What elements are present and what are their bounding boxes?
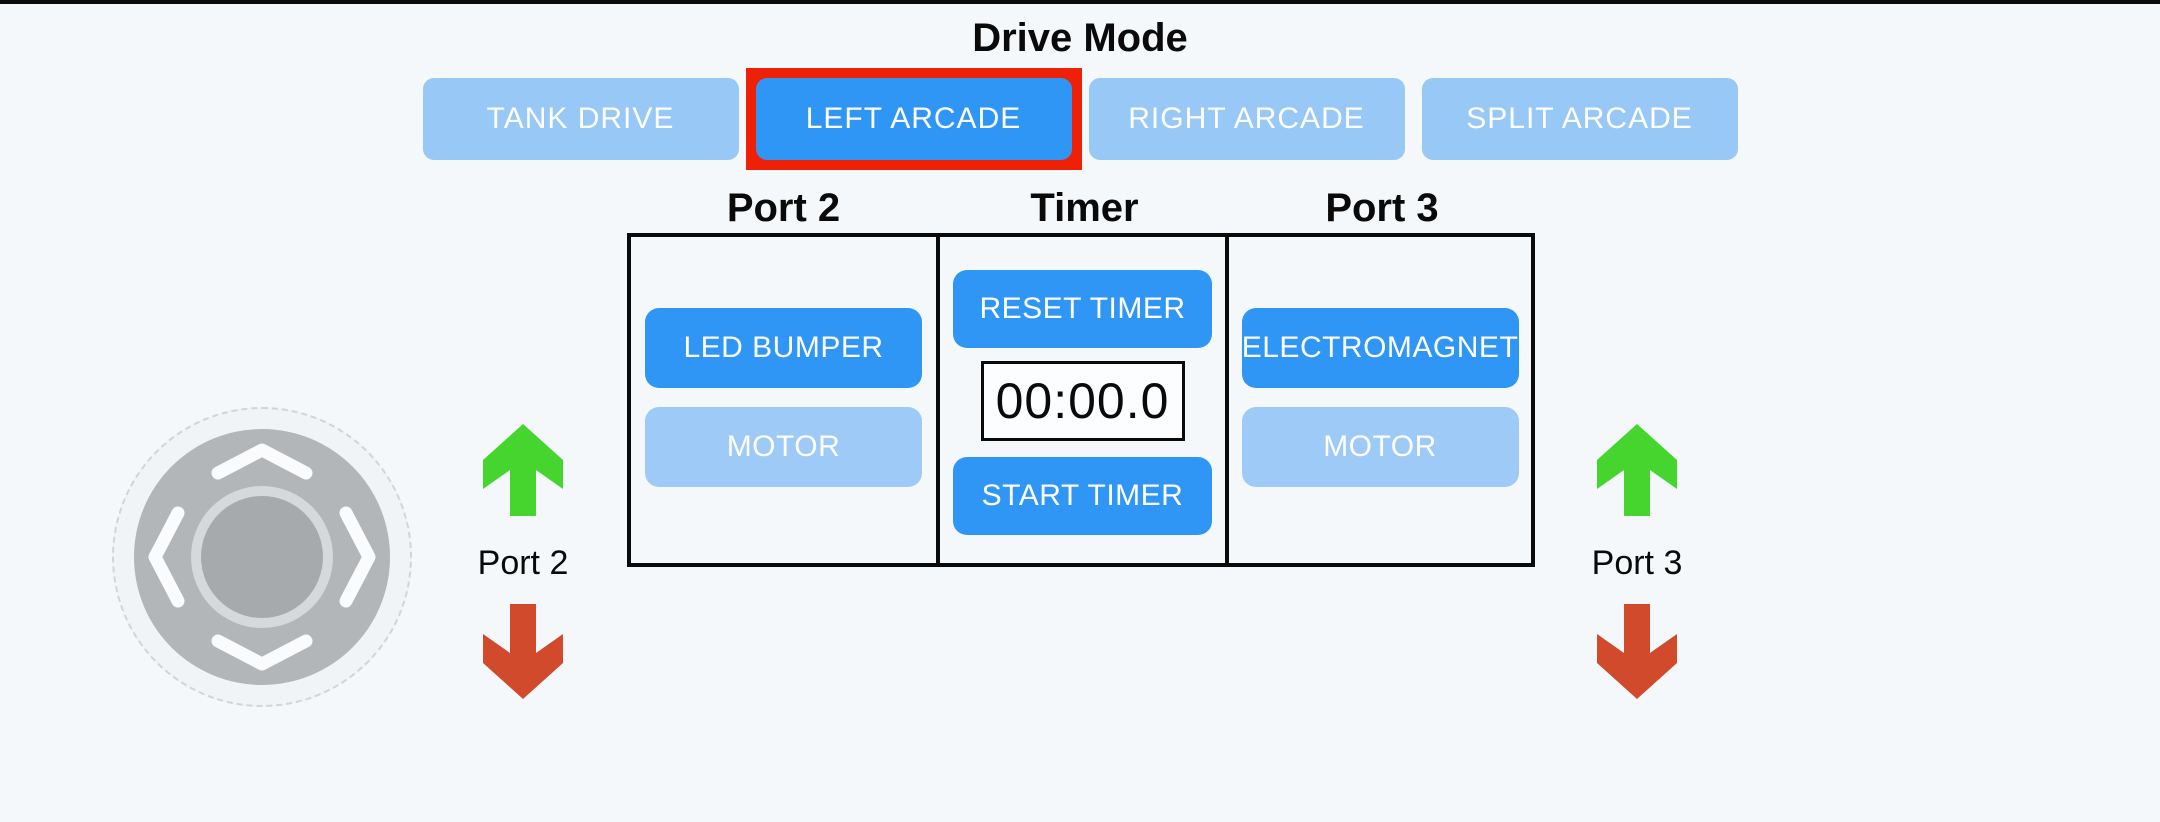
timer-column: RESET TIMER 00:00.0 START TIMER [936, 237, 1229, 563]
tank-drive-button[interactable]: TANK DRIVE [422, 78, 739, 160]
panel-headers: Port 2 Timer Port 3 [627, 186, 1535, 230]
selected-mode-frame: LEFT ARCADE [745, 68, 1082, 170]
port3-side-label: Port 3 [1591, 544, 1683, 582]
joystick-knob[interactable] [201, 496, 323, 618]
port2-side-label: Port 2 [477, 544, 569, 582]
port3-up-arrow-icon[interactable] [1597, 424, 1677, 516]
split-arcade-button[interactable]: SPLIT ARCADE [1421, 78, 1738, 160]
joystick-dpad-icon [134, 429, 390, 685]
chevron-left-icon [148, 506, 185, 608]
port2-down-arrow-icon[interactable] [483, 604, 563, 699]
timer-header: Timer [1030, 186, 1139, 230]
electromagnet-button[interactable]: ELECTROMAGNET [1241, 308, 1519, 388]
port3-motor-button[interactable]: MOTOR [1241, 407, 1519, 487]
reset-timer-button[interactable]: RESET TIMER [953, 270, 1212, 348]
port2-header: Port 2 [726, 186, 841, 230]
port3-column: ELECTROMAGNET MOTOR [1229, 237, 1531, 563]
top-bar [0, 0, 2160, 4]
joystick[interactable] [112, 407, 412, 707]
chevron-up-icon [211, 443, 313, 480]
port3-down-arrow-icon[interactable] [1597, 604, 1677, 699]
port2-motor-button[interactable]: MOTOR [645, 407, 922, 487]
drive-mode-title: Drive Mode [972, 16, 1188, 60]
port3-header: Port 3 [1325, 186, 1439, 230]
control-panel: LED BUMPER MOTOR RESET TIMER 00:00.0 STA… [627, 233, 1535, 567]
port2-up-arrow-icon[interactable] [483, 424, 563, 516]
chevron-right-icon [339, 506, 376, 608]
led-bumper-button[interactable]: LED BUMPER [645, 308, 922, 388]
chevron-down-icon [211, 634, 313, 671]
timer-display: 00:00.0 [980, 361, 1185, 441]
start-timer-button[interactable]: START TIMER [953, 457, 1212, 535]
drive-mode-button-row: TANK DRIVE LEFT ARCADE RIGHT ARCADE SPLI… [0, 68, 2160, 170]
right-arcade-button[interactable]: RIGHT ARCADE [1088, 78, 1405, 160]
port2-column: LED BUMPER MOTOR [631, 237, 936, 563]
left-arcade-button[interactable]: LEFT ARCADE [755, 78, 1072, 160]
